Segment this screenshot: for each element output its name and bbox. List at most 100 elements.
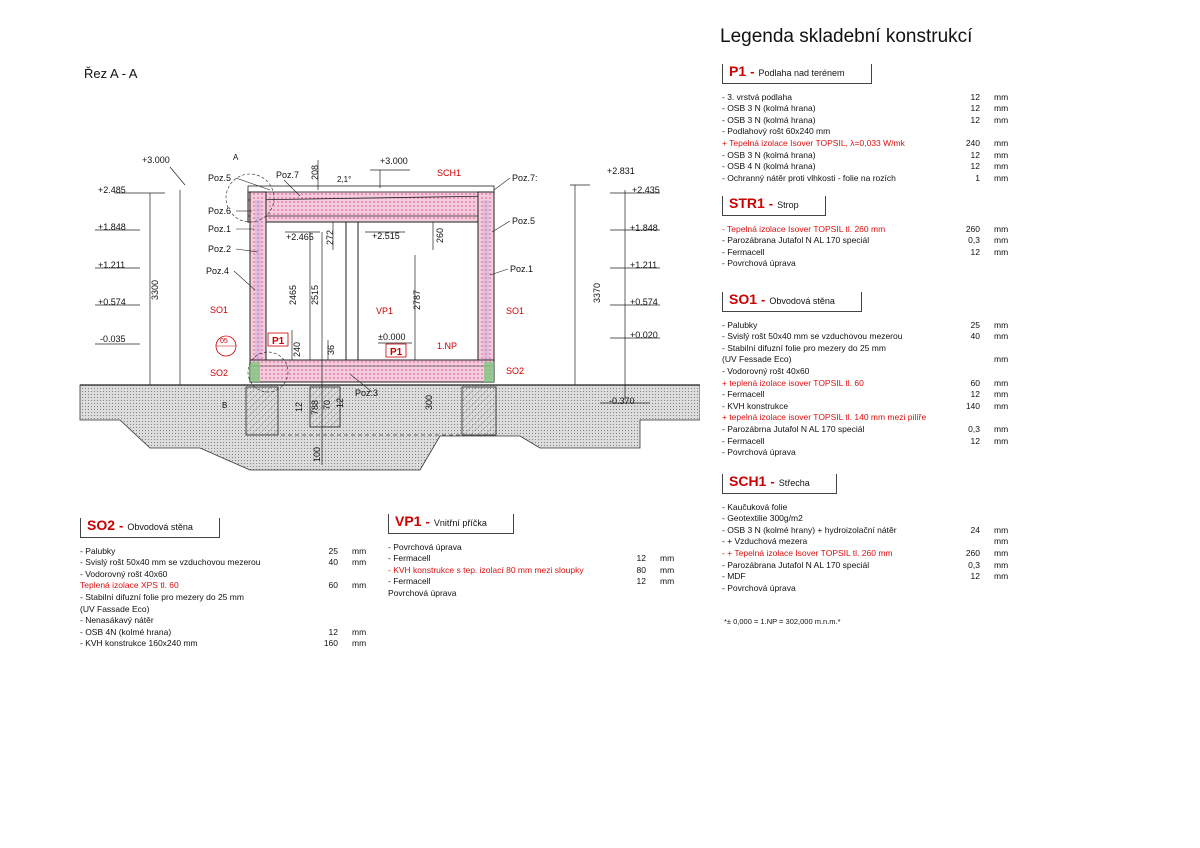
legend-row-text: + Tepelná izolace Isover TOPSIL, λ=0,033…	[722, 137, 905, 148]
legend-row-unit: mm	[994, 377, 1009, 388]
legend-row-unit	[980, 513, 1022, 525]
pos-label-6: Poz.7:	[512, 173, 538, 183]
legend-sch1-name: Střecha	[778, 478, 810, 488]
legend-row-value	[942, 126, 980, 138]
dim-12a: 12	[294, 402, 304, 412]
legend-row-unit: mm	[994, 331, 1009, 342]
legend-row-text: - + Vzduchová mezera	[722, 536, 808, 547]
legend-str1-code: STR1	[729, 195, 765, 211]
elev-left-1: +2.485	[98, 185, 126, 195]
legend-row-text: - OSB 3 N (kolmé hrany) + hydroizolační …	[722, 524, 897, 535]
pos-label-0: Poz.5	[208, 173, 231, 183]
legend-str1-rows: - Tepelná izolace Isover TOPSIL tl. 260 …	[722, 224, 1022, 270]
legend-row-unit: mm	[994, 400, 1009, 411]
legend-row: - Tepelná izolace Isover TOPSIL tl. 260 …	[722, 224, 1022, 236]
elev-right-6: -0.370	[609, 396, 635, 406]
legend-row-text: + tepelná izolace isover TOPSIL tl. 140 …	[722, 412, 927, 423]
legend-row-text: - Podlahový rošt 60x240 mm	[722, 126, 831, 137]
legend-row-text: - Kaučuková folie	[722, 501, 788, 512]
pos-label-2: Poz.6	[208, 206, 231, 216]
legend-row: - Svislý rošt 50x40 mm se vzduchovou mez…	[722, 331, 1022, 343]
legend-p1-name: Podlaha nad terénem	[758, 68, 845, 78]
footing-left	[245, 386, 279, 436]
dim-300: 300	[424, 395, 434, 410]
elev-left-0: +3.000	[142, 155, 170, 165]
legend-row-value	[608, 588, 646, 600]
legend-row-value	[300, 569, 338, 581]
legend-so1-code: SO1	[729, 291, 758, 307]
legend-row: - OSB 3 N (kolmé hrany) + hydroizolační …	[722, 525, 1022, 537]
legend-row-text: - OSB 3 N (kolmá hrana)	[722, 149, 816, 160]
legend-row-unit: mm	[994, 149, 1009, 160]
legend-row-value: 12	[970, 161, 980, 172]
legend-p1-code: P1	[729, 63, 747, 79]
legend-row-unit: mm	[994, 161, 1009, 172]
legend-sch1-rows: - Kaučuková folie- Geotextilie 300g/m2- …	[722, 502, 1022, 595]
legend-row: - Kaučuková folie	[722, 502, 1022, 514]
legend-row-text: - OSB 3 N (kolmá hrana)	[722, 103, 816, 114]
legend-row-text: Povrchová úprava	[388, 587, 457, 598]
legend-row-value: 40	[970, 331, 980, 342]
elev-center-1: +2.465	[286, 232, 314, 242]
legend-row-text: - OSB 3 N (kolmá hrana)	[722, 114, 816, 125]
legend-row-text: - KVH konstrukce	[722, 400, 789, 411]
legend-row-unit: mm	[352, 557, 367, 568]
legend-row-text: - Fermacell	[722, 435, 765, 446]
legend-row-value	[942, 447, 980, 459]
legend-row-text: - Fermacell	[388, 576, 431, 587]
legend-row: - Vodorovný rošt 40x60	[80, 569, 380, 581]
legend-row-value	[300, 615, 338, 627]
legend-row-text: - Fermacell	[388, 553, 431, 564]
legend-row-unit: mm	[994, 223, 1009, 234]
legend-row-value: 60	[328, 580, 338, 591]
legend-row-text: - KVH konstrukce 160x240 mm	[80, 638, 198, 649]
legend-row-value	[942, 583, 980, 595]
legend-row-text: - + Tepelná izolace Isover TOPSIL tl. 26…	[722, 547, 893, 558]
legend-row-unit	[646, 542, 688, 554]
legend-row-unit: mm	[660, 576, 675, 587]
legend-row-unit	[980, 258, 1022, 270]
legend-row-value: 1	[975, 172, 980, 183]
legend-so2-code: SO2	[87, 517, 116, 533]
dim-272: 272	[325, 230, 335, 245]
legend-row-value: 60	[970, 377, 980, 388]
elevation-lines	[95, 160, 660, 465]
elev-left-2: +1.848	[98, 222, 126, 232]
legend-row-text: - Tepelná izolace Isover TOPSIL tl. 260 …	[722, 223, 886, 234]
legend-row: (UV Fessade Eco)mm	[722, 354, 1022, 366]
pos-label-4: Poz.2	[208, 244, 231, 254]
legend-row-value: 80	[636, 564, 646, 575]
legend-row-value	[942, 513, 980, 525]
legend-row-unit	[338, 592, 380, 604]
legend-row-text: - Vodorovný rošt 40x60	[80, 568, 168, 579]
legend-row-value: 0,3	[968, 423, 980, 434]
legend-p1: P1-Podlaha nad terénem - 3. vrstvá podla…	[722, 64, 1022, 184]
legend-row: - Nenasákavý nátěr	[80, 615, 380, 627]
building-section	[215, 173, 495, 393]
legend-row-unit	[980, 343, 1022, 355]
elev-right-4: +0.574	[630, 297, 658, 307]
legend-row: + Tepelná izolace Isover TOPSIL, λ=0,033…	[722, 138, 1022, 150]
elev-right-1: +2.435	[632, 185, 660, 195]
tag-so1-left: SO1	[210, 305, 228, 315]
legend-row-unit: mm	[994, 423, 1009, 434]
legend-row-value: 12	[970, 91, 980, 102]
legend-row: - Vodorovný rošt 40x60	[722, 366, 1022, 378]
legend-row-text: - Povrchová úprava	[388, 541, 462, 552]
dim-2515: 2515	[310, 285, 320, 305]
tag-p1-left: P1	[272, 336, 285, 347]
dim-2787: 2787	[412, 290, 422, 310]
legend-row-unit: mm	[994, 536, 1009, 547]
elev-right-0: +2.831	[607, 166, 635, 176]
elevation-note: *± 0,000 = 1.NP = 302,000 m.n.m.*	[724, 617, 841, 626]
section-title: Řez A - A	[84, 66, 138, 81]
